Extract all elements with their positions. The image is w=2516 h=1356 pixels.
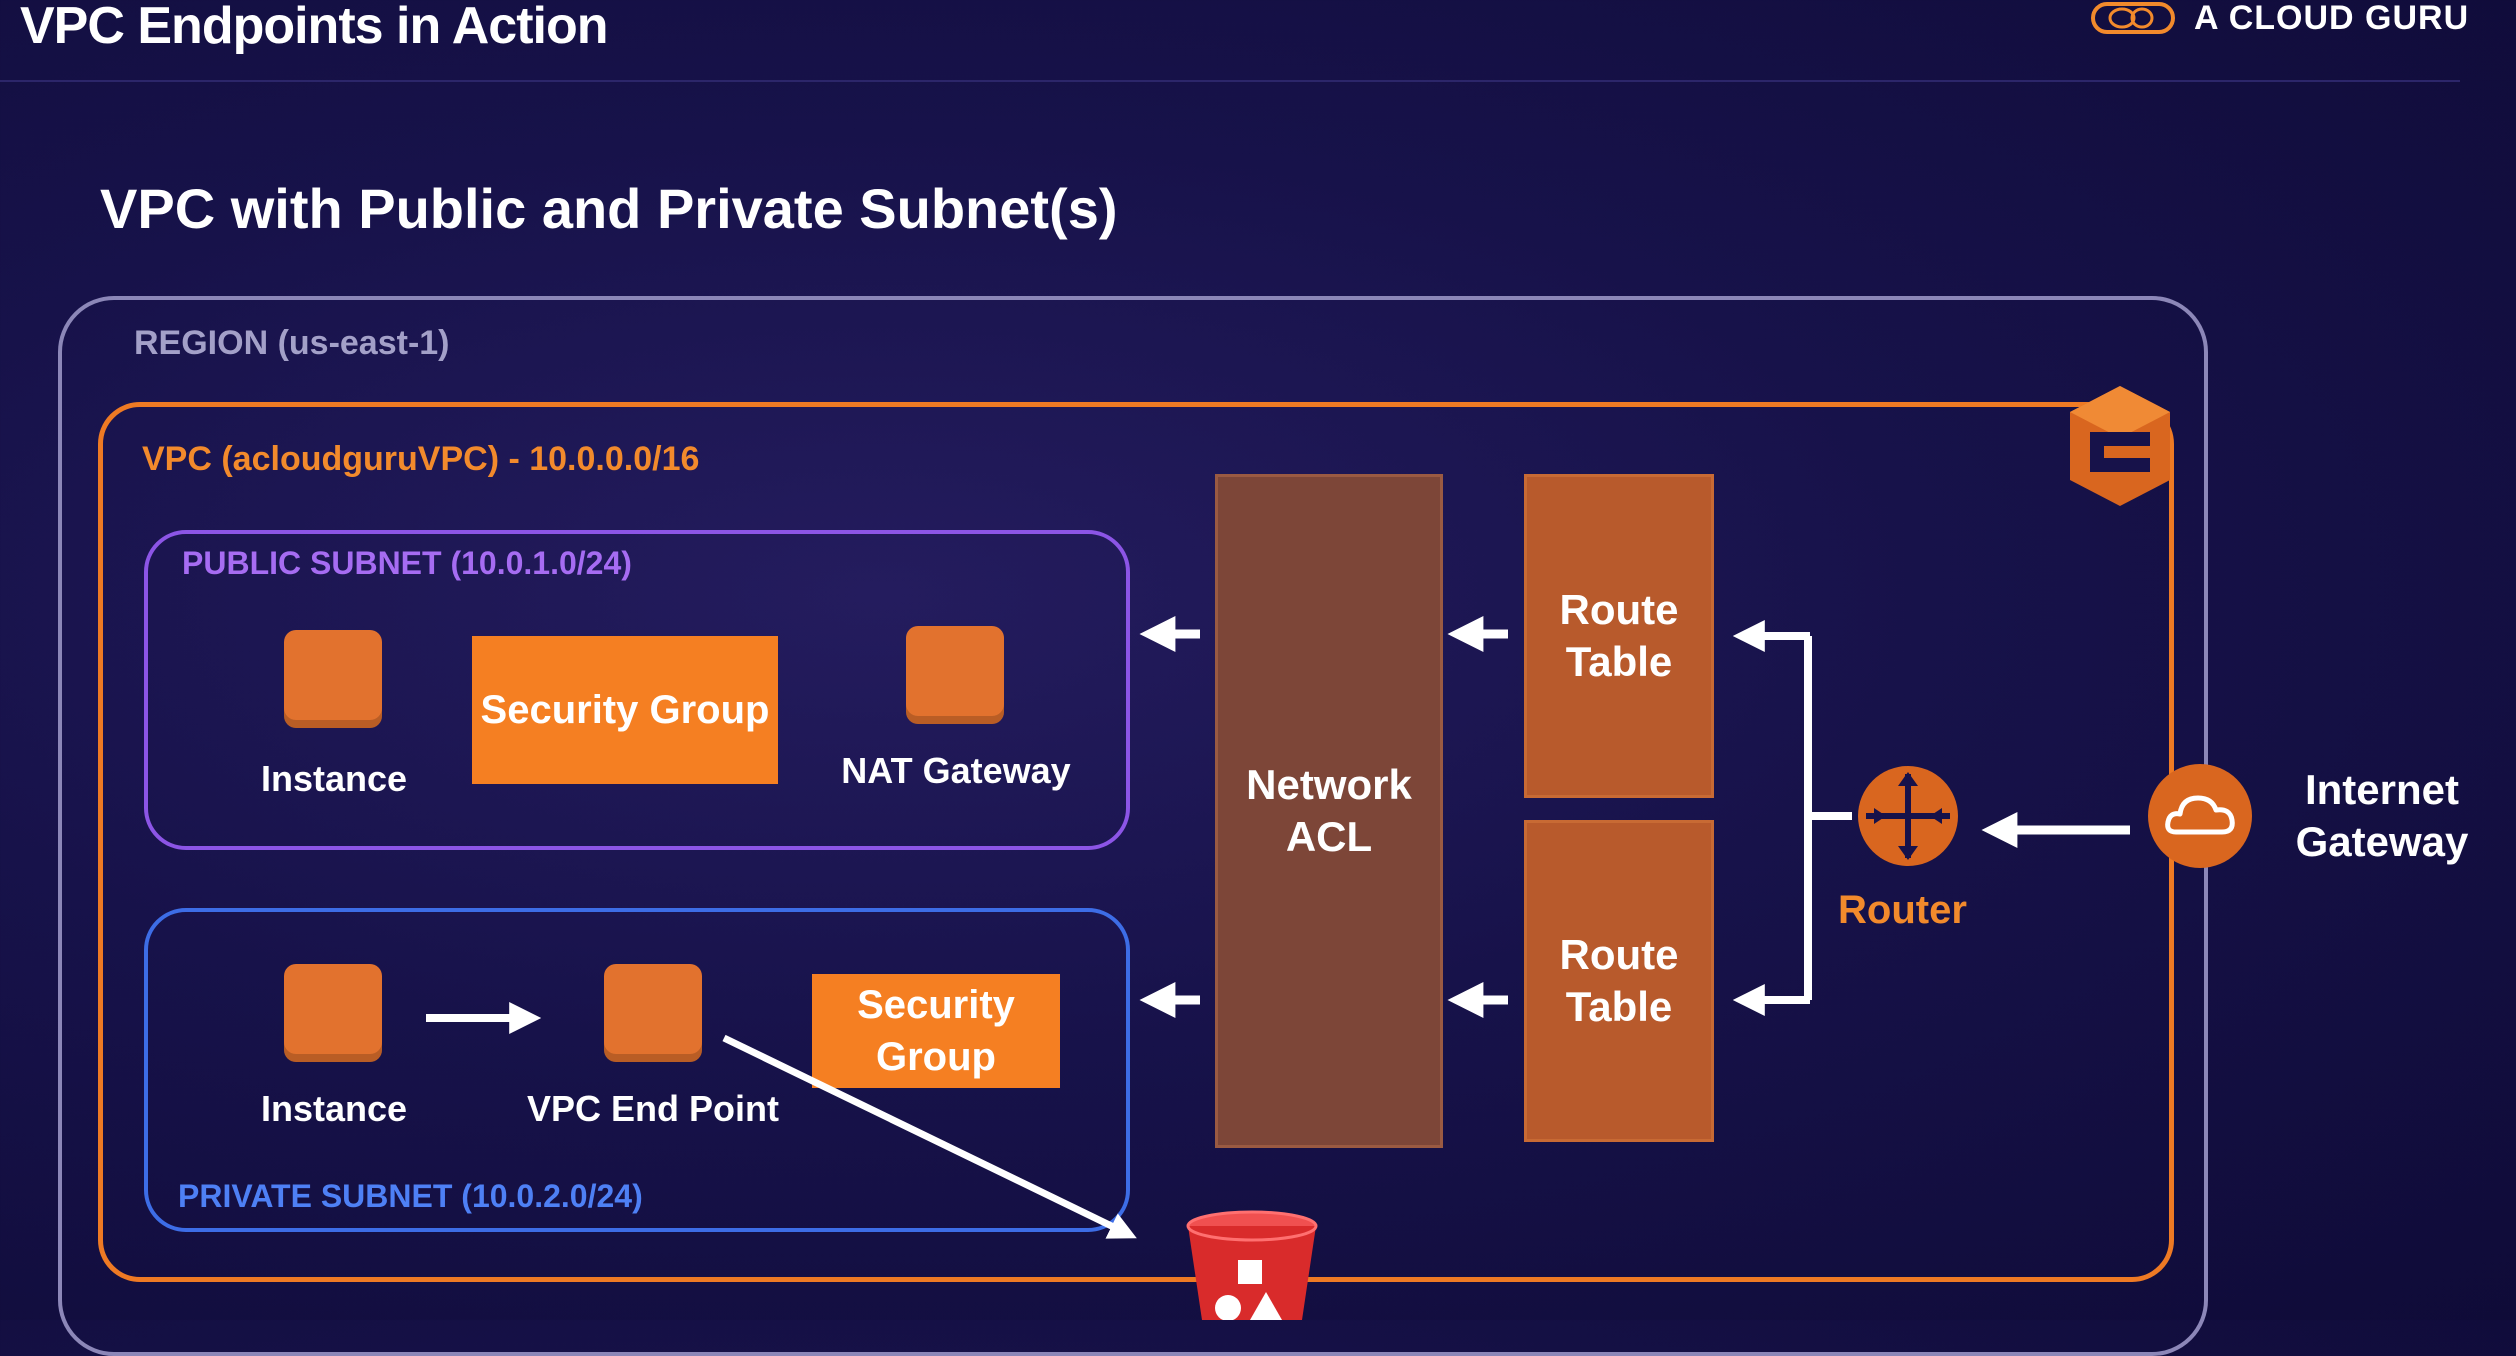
s3-bucket-icon — [1186, 1210, 1318, 1320]
vpc-endpoint-icon — [604, 964, 702, 1062]
diagram-title: VPC with Public and Private Subnet(s) — [100, 177, 1118, 240]
router-icon — [1858, 766, 1958, 866]
brand-name: A CLOUD GURU — [2194, 0, 2470, 37]
router-label: Router — [1838, 888, 1967, 932]
private-instance-icon — [284, 964, 382, 1062]
nat-gateway-label: NAT Gateway — [841, 750, 1071, 791]
vpc-endpoint-label: VPC End Point — [527, 1088, 779, 1129]
public-subnet-label: PUBLIC SUBNET (10.0.1.0/24) — [182, 545, 632, 581]
route-table-bottom: Route Table — [1524, 820, 1714, 1142]
cloud-logo-icon — [2091, 2, 2175, 34]
public-instance-label: Instance — [260, 758, 408, 799]
internet-gateway-label: Internet Gateway — [2295, 766, 2469, 865]
private-security-group: Security Group — [812, 974, 1060, 1088]
page-title: VPC Endpoints in Action — [20, 0, 608, 55]
brand-logo: A CLOUD GURU — [2090, 0, 2470, 37]
vpc-icon — [2070, 386, 2170, 506]
vpc-label: VPC (acloudguruVPC) - 10.0.0.0/16 — [142, 440, 700, 478]
public-security-group: Security Group — [472, 636, 778, 784]
private-subnet-container — [144, 908, 1130, 1232]
connector-arrows — [509, 616, 2018, 1239]
region-label: REGION (us-east-1) — [134, 324, 450, 362]
private-instance-label: Instance — [260, 1088, 408, 1129]
public-subnet-container — [144, 530, 1130, 850]
header-divider — [0, 80, 2460, 82]
route-table-top: Route Table — [1524, 474, 1714, 798]
cloud-icon — [2148, 764, 2252, 868]
private-subnet-label: PRIVATE SUBNET (10.0.2.0/24) — [178, 1178, 643, 1214]
network-acl: Network ACL — [1215, 474, 1443, 1148]
public-instance-icon — [284, 630, 382, 728]
arrow-endpoint-to-s3 — [722, 1034, 1137, 1239]
nat-gateway-icon — [906, 626, 1004, 724]
